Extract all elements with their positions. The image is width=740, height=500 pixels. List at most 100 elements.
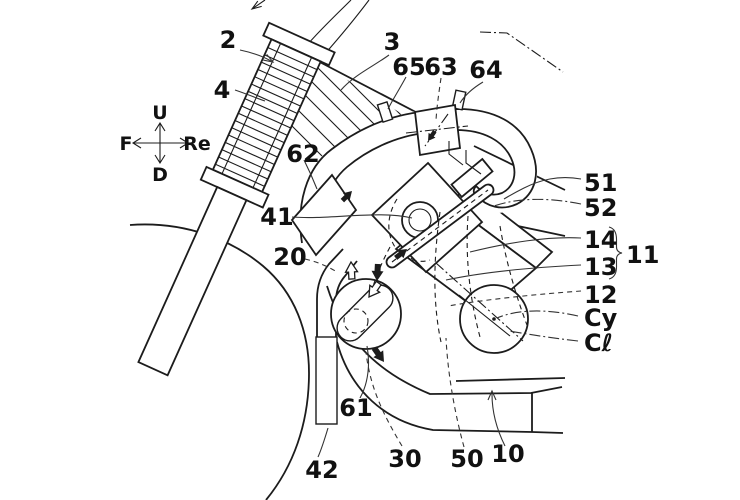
compass-arrowheads: [131, 121, 190, 165]
snorkel-left-edge: [316, 248, 344, 337]
flow-arrow-funnel: [368, 280, 383, 299]
hidden-port-line: [434, 211, 442, 343]
leader-52: [493, 198, 582, 207]
ref-label-Cy: Cy: [584, 304, 618, 332]
ref-label-63: 63: [424, 53, 457, 81]
fork-tube: [137, 185, 248, 377]
leader-63: [435, 77, 442, 121]
fork-bottom-bracket: [199, 165, 270, 209]
ref-label-4: 4: [214, 76, 231, 104]
leader-2-arrowhead: [263, 53, 275, 63]
ref-label-65: 65: [392, 53, 425, 81]
hidden-port-line: [466, 215, 481, 338]
ref-label-13: 13: [584, 253, 617, 281]
injector-rod-51: [385, 183, 495, 269]
radiator-rect-42: [315, 336, 338, 425]
leader-65: [387, 76, 407, 110]
leader-14: [469, 237, 582, 253]
compass-rear-label: Re: [183, 133, 211, 155]
ref-label-41: 41: [260, 203, 293, 231]
intake-funnel: [330, 278, 402, 350]
leader-lines: [234, 49, 623, 458]
swingarm-line: [455, 377, 566, 382]
leader-Cl: [508, 330, 579, 342]
air-cleaner-group: [290, 173, 358, 425]
steering-column-rails: [221, 43, 313, 189]
duct-inner-edge: [321, 129, 516, 247]
steering-column-hatching: [212, 45, 321, 189]
ref-label-3: 3: [384, 28, 401, 56]
leader-3: [340, 54, 390, 91]
ref-label-Cl: Cℓ: [584, 329, 613, 357]
ref-label-52: 52: [584, 194, 617, 222]
leader-30: [365, 351, 403, 447]
compass-up-label: U: [152, 102, 167, 124]
ref-label-50: 50: [450, 445, 483, 473]
duct-body-mask: [300, 107, 538, 256]
ref-label-14: 14: [584, 226, 617, 254]
flow-arrow-down: [371, 263, 384, 281]
leader-2: [239, 49, 272, 62]
flow-arrow-resonator: [428, 130, 437, 141]
funnel-hidden-circle: [343, 308, 369, 334]
leader-61: [359, 345, 370, 399]
fork-top-plate: [262, 21, 336, 67]
handlebar-line: [322, 0, 370, 57]
compass-front-label: F: [120, 133, 133, 155]
hidden-intake-path: [371, 246, 391, 291]
frame-centerline: [479, 31, 564, 73]
leader-20: [304, 258, 338, 273]
steering-column: [211, 38, 322, 194]
throttle-ring-inner: [408, 208, 432, 232]
ref-label-62: 62: [286, 140, 319, 168]
ref-label-2: 2: [220, 26, 237, 54]
compass-rose: U D F Re: [120, 102, 211, 186]
resonator-centerline: [405, 125, 469, 134]
leader-62: [303, 159, 318, 190]
hidden-lines: [434, 211, 528, 343]
ref-label-10: 10: [491, 440, 524, 468]
ref-label-12: 12: [584, 281, 617, 309]
injector-axis: [391, 189, 489, 263]
crank-center: [492, 317, 496, 321]
leader-50: [445, 337, 465, 448]
flow-arrow-injector: [394, 249, 407, 260]
resonator-flow-axis: [424, 113, 449, 147]
duct-nipple-65: [376, 101, 394, 123]
ref-label-61: 61: [339, 394, 372, 422]
leader-12: [447, 290, 582, 307]
flow-arrow-up: [344, 260, 359, 280]
ref-label-64: 64: [469, 56, 502, 84]
front-fork: [137, 0, 415, 377]
crank-web-line: [458, 294, 511, 337]
leader-42: [317, 427, 329, 458]
leader-10-arrowhead: [487, 389, 497, 401]
throttle-injector-group: [370, 141, 495, 291]
handlebar-line: [307, 0, 352, 45]
ref-label-51: 51: [584, 169, 617, 197]
injector-body-52: [450, 157, 494, 199]
resonator-box-63: [414, 103, 461, 157]
frame-tube-line: [311, 57, 432, 121]
ref-label-30: 30: [388, 445, 421, 473]
compass-axes: [134, 124, 187, 162]
cutoff-leader-arrow: [250, 0, 266, 10]
injector-bracket: [448, 141, 482, 175]
brace-11: [608, 226, 623, 280]
hidden-port-line: [499, 225, 528, 326]
flow-arrow-pipe: [371, 346, 384, 362]
reference-labels: 2 4 3 65 63 64 62 41 20 51 52 14 13 11 1…: [214, 26, 660, 484]
leader-41: [291, 214, 413, 219]
leader-4: [234, 89, 266, 102]
leader-51: [503, 177, 582, 200]
leader-10: [491, 393, 506, 447]
ref-label-42: 42: [305, 456, 338, 484]
ref-label-20: 20: [273, 243, 306, 271]
ref-label-11: 11: [626, 241, 659, 269]
duct-outer-edge: [299, 108, 537, 244]
compass-down-label: D: [152, 164, 168, 186]
leader-Cy: [496, 310, 579, 319]
exhaust-pipe-bottom: [336, 341, 564, 434]
